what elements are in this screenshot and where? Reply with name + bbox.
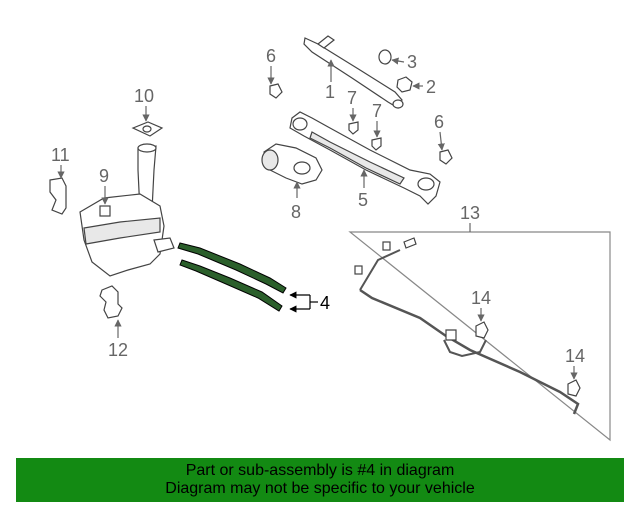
callout-label-4: 4 bbox=[320, 293, 330, 313]
bolt-part-6-upper[interactable] bbox=[269, 83, 283, 99]
bracket-part-11[interactable] bbox=[49, 177, 67, 215]
callout-label-13: 13 bbox=[460, 203, 480, 223]
callout-label-6-right: 6 bbox=[434, 112, 444, 132]
callout-11: 11 bbox=[51, 145, 70, 179]
banner-line-part-number: Part or sub-assembly is #4 in diagram bbox=[185, 462, 455, 479]
callout-label-7-right: 7 bbox=[372, 101, 382, 121]
callout-9: 9 bbox=[99, 166, 109, 205]
info-banner: Part or sub-assembly is #4 in diagram Di… bbox=[16, 458, 624, 502]
callout-label-14-left: 14 bbox=[471, 288, 491, 308]
callout-label-1: 1 bbox=[325, 82, 335, 102]
callout-label-6-upper: 6 bbox=[266, 46, 276, 66]
callout-6-upper: 6 bbox=[266, 46, 276, 85]
washer-pump-part-12[interactable] bbox=[99, 285, 123, 319]
callout-label-10: 10 bbox=[134, 86, 154, 106]
callout-label-14-right: 14 bbox=[565, 346, 585, 366]
callout-label-7-left: 7 bbox=[347, 88, 357, 108]
wiper-linkage-part-5[interactable] bbox=[289, 111, 441, 205]
wiper-blades-part-4[interactable] bbox=[177, 242, 287, 312]
banner-line-disclaimer: Diagram may not be specific to your vehi… bbox=[165, 480, 475, 497]
screw-part-7-left[interactable] bbox=[348, 121, 359, 135]
callout-8: 8 bbox=[291, 181, 301, 222]
nut-part-2[interactable] bbox=[396, 76, 413, 93]
callout-label-11: 11 bbox=[51, 145, 70, 165]
wiper-arm-part-1[interactable] bbox=[303, 35, 404, 109]
callout-label-2: 2 bbox=[426, 77, 436, 97]
bolt-part-6-right[interactable] bbox=[439, 149, 453, 165]
callout-13: 13 bbox=[460, 203, 480, 232]
screw-part-7-right[interactable] bbox=[371, 137, 382, 151]
callout-7-left: 7 bbox=[347, 88, 357, 122]
washer-hose-kit-part-13[interactable] bbox=[348, 231, 611, 442]
callout-14-right: 14 bbox=[565, 346, 585, 380]
callout-12: 12 bbox=[108, 319, 128, 360]
callout-5: 5 bbox=[358, 169, 368, 210]
callout-label-12: 12 bbox=[108, 340, 128, 360]
callout-label-5: 5 bbox=[358, 190, 368, 210]
callout-10: 10 bbox=[134, 86, 154, 122]
callout-1: 1 bbox=[325, 59, 335, 102]
callout-14-left: 14 bbox=[471, 288, 491, 322]
callout-4: 4 bbox=[289, 291, 330, 313]
callout-3: 3 bbox=[391, 52, 417, 72]
callout-label-8: 8 bbox=[291, 202, 301, 222]
callout-7-right: 7 bbox=[372, 101, 382, 138]
filler-neck-part-10[interactable] bbox=[131, 121, 164, 137]
parts-diagram: 1 2 3 6 7 7 6 bbox=[49, 35, 611, 442]
callout-label-9: 9 bbox=[99, 166, 109, 186]
cap-part-3[interactable] bbox=[378, 49, 392, 65]
washer-reservoir-part-9[interactable] bbox=[79, 143, 175, 277]
wiper-motor-part-8[interactable] bbox=[261, 143, 323, 185]
callout-6-right: 6 bbox=[434, 112, 445, 151]
callout-label-3: 3 bbox=[407, 52, 417, 72]
callout-2: 2 bbox=[412, 77, 436, 97]
